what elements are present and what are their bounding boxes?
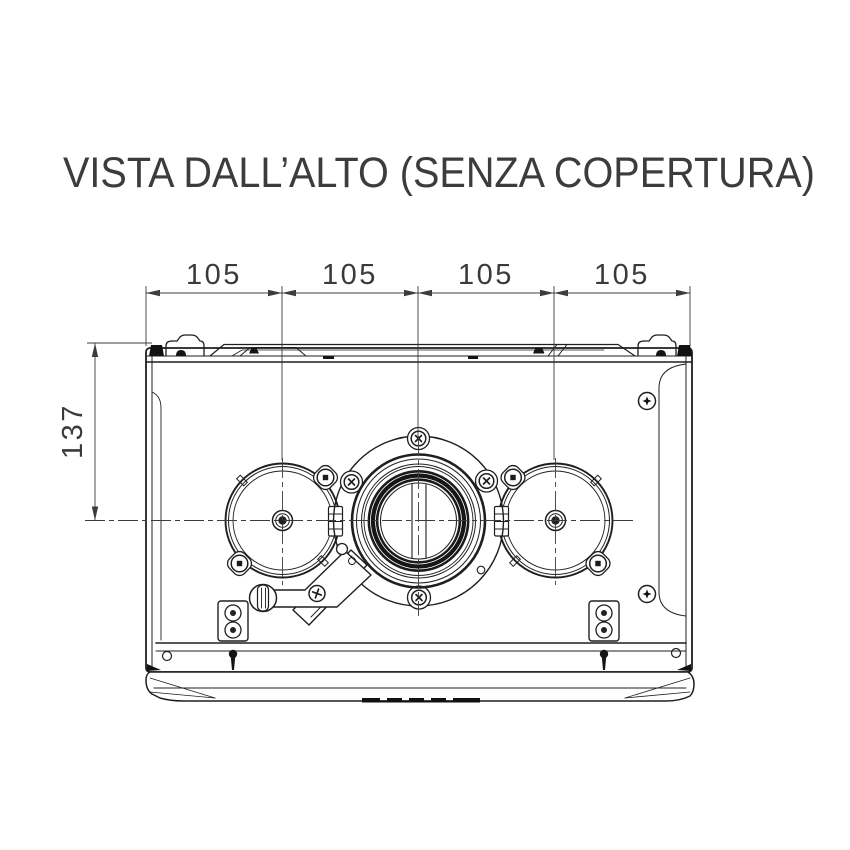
dimension-top: 105 105 105 105 xyxy=(145,259,691,460)
condensate-bracket xyxy=(248,542,372,626)
dimension-arrows xyxy=(146,289,690,297)
drawing-title: VISTA DALL’ALTO (SENZA COPERTURA) xyxy=(63,149,815,197)
right-fan-motor xyxy=(497,462,614,579)
flue-damper xyxy=(411,483,427,559)
front-casing xyxy=(145,671,695,702)
dim-label-105-3: 105 xyxy=(458,259,514,291)
bottom-edge xyxy=(147,642,691,671)
fixing-screw-bottom-right xyxy=(637,584,657,604)
mounting-bracket-right xyxy=(588,600,620,642)
vent-strip xyxy=(362,698,480,703)
dimension-left: 137 xyxy=(57,342,152,521)
dim-label-105-4: 105 xyxy=(594,259,650,291)
dim-label-105-1: 105 xyxy=(186,259,242,291)
centerlines xyxy=(85,436,636,616)
dim-label-137: 137 xyxy=(57,403,89,459)
corner-hole-right xyxy=(670,647,682,659)
fixing-screw-top-right xyxy=(637,391,657,411)
keyhole-pin-left xyxy=(228,649,238,670)
keyhole-pin-right xyxy=(599,649,609,670)
corner-hole-left xyxy=(161,650,173,662)
mounting-bracket-left xyxy=(217,600,249,642)
dim-label-105-2: 105 xyxy=(322,259,378,291)
top-mounting-rail xyxy=(145,334,693,363)
